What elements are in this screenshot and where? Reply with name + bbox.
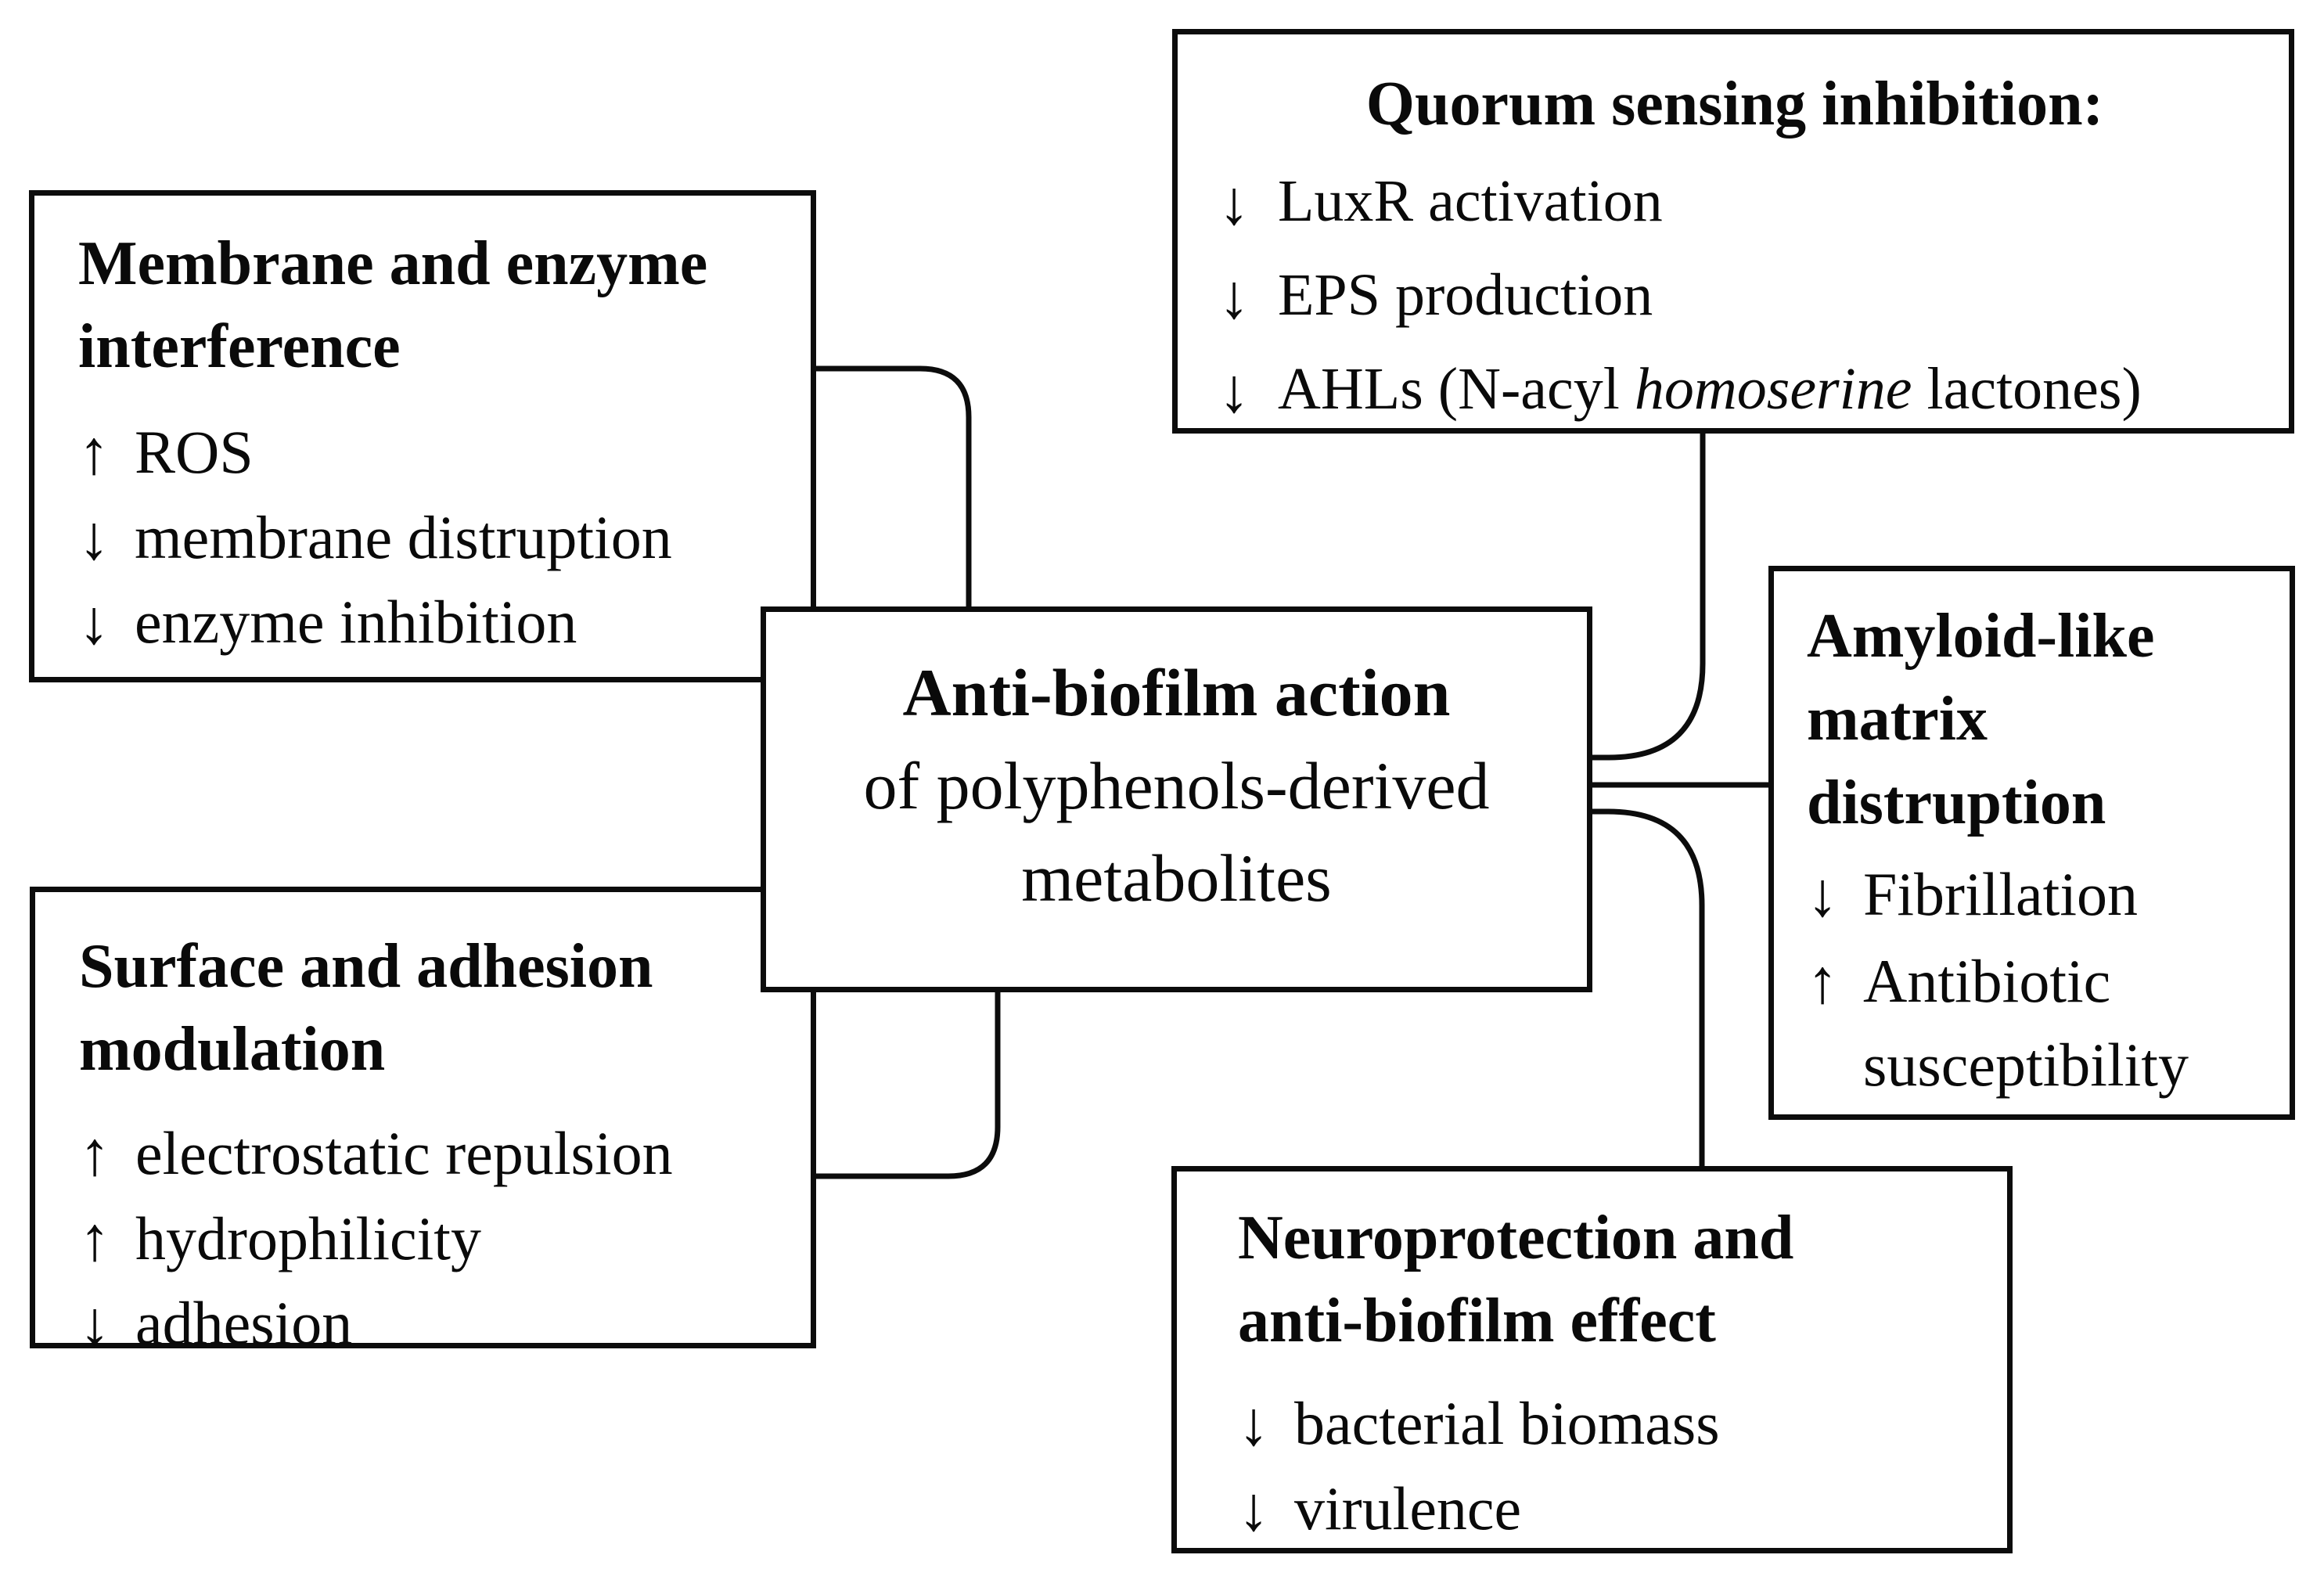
list-item: ↓ bacterial biomass — [1238, 1382, 1996, 1467]
membrane-box-title: Membrane and enzyme interference — [78, 222, 797, 389]
down-arrow-icon: ↓ — [1807, 861, 1838, 930]
item-label: electrostatic repulsion — [135, 1118, 673, 1187]
neuro-box-title: Neuroprotection and anti-biofilm effect — [1238, 1197, 1996, 1363]
item-label: adhesion — [135, 1289, 353, 1358]
central-box-line: metabolites — [1021, 840, 1332, 916]
amyloid-box-title: Amyloid-like matrix distruption — [1807, 595, 2280, 844]
list-item: ↓ adhesion — [79, 1282, 800, 1367]
item-label: EPS production — [1278, 262, 1653, 329]
list-item: ↓ Fibrillation — [1807, 852, 2280, 938]
central-box-line: of polyphenols-derived — [863, 747, 1490, 823]
amyloid-box: Amyloid-like matrix distruption ↓ Fibril… — [1768, 566, 2295, 1120]
item-label: membrane distruption — [135, 502, 672, 571]
surface-title-line: modulation — [79, 1015, 386, 1085]
central-box-line: Anti-biofilm action — [902, 655, 1451, 730]
list-item: ↓ EPS production — [1218, 250, 2275, 344]
item-label: Antibiotic susceptibility — [1863, 946, 2189, 1100]
item-label-italic: homoserine — [1634, 356, 1912, 423]
list-item: ↓ membrane distruption — [78, 496, 797, 581]
down-arrow-icon: ↓ — [1218, 357, 1250, 426]
list-item: ↑ electrostatic repulsion — [79, 1112, 800, 1197]
surface-box-title: Surface and adhesion modulation — [79, 925, 800, 1092]
down-arrow-icon: ↓ — [1218, 169, 1250, 239]
quorum-box-title: Quorum sensing inhibition: — [1365, 70, 2104, 139]
down-arrow-icon: ↓ — [1238, 1389, 1269, 1459]
down-arrow-icon: ↓ — [79, 1290, 110, 1359]
membrane-items: ↑ ROS ↓ membrane distruption ↓ enzyme in… — [78, 411, 797, 666]
item-label: bacterial biomass — [1294, 1388, 1720, 1457]
list-item: ↓ virulence — [1238, 1467, 1996, 1553]
connector-quorum-center — [1590, 431, 1706, 761]
list-item: ↓ LuxR activation — [1218, 157, 2275, 250]
amyloid-title-line: matrix — [1807, 685, 1988, 754]
item-label: LuxR activation — [1278, 168, 1663, 235]
down-arrow-icon: ↓ — [1218, 263, 1250, 333]
surface-box: Surface and adhesion modulation ↑ electr… — [30, 887, 816, 1359]
central-box: Anti-biofilm action of polyphenols-deriv… — [761, 606, 1592, 992]
item-label: virulence — [1294, 1474, 1522, 1542]
connector-surface-center — [816, 990, 1001, 1179]
item-label: ROS — [135, 417, 254, 486]
item-label-post: lactones) — [1912, 356, 2142, 423]
down-arrow-icon: ↓ — [1238, 1474, 1269, 1544]
list-item: ↓ enzyme inhibition — [78, 581, 797, 666]
item-label-pre: AHLs (N-acyl — [1278, 356, 1635, 423]
amyloid-title-line: distruption — [1807, 768, 2106, 837]
neuro-items: ↓ bacterial biomass ↓ virulence — [1238, 1382, 1996, 1553]
neuro-title-line: Neuroprotection and — [1238, 1204, 1794, 1272]
quorum-sensing-box: Quorum sensing inhibition: ↓ LuxR activa… — [1172, 29, 2294, 434]
membrane-title-line: interference — [78, 312, 401, 382]
surface-title-line: Surface and adhesion — [79, 932, 653, 1001]
up-arrow-icon: ↑ — [79, 1119, 110, 1189]
item-label: Fibrillation — [1863, 860, 2138, 929]
up-arrow-icon: ↑ — [1807, 947, 1838, 1017]
up-arrow-icon: ↑ — [79, 1204, 110, 1274]
neuro-title-line: anti-biofilm effect — [1238, 1287, 1716, 1356]
list-item: ↑ hydrophilicity — [79, 1197, 800, 1283]
membrane-box: Membrane and enzyme interference ↑ ROS ↓… — [29, 190, 816, 682]
item-label: AHLs (N-acyl homoserine lactones) — [1278, 344, 2275, 434]
item-label: enzyme inhibition — [135, 588, 577, 657]
surface-items: ↑ electrostatic repulsion ↑ hydrophilici… — [79, 1112, 800, 1367]
amyloid-title-line: Amyloid-like — [1807, 602, 2155, 671]
list-item: ↑ ROS — [78, 411, 797, 496]
quorum-items: ↓ LuxR activation ↓ EPS production ↓ AHL… — [1218, 157, 2275, 438]
membrane-title-line: Membrane and enzyme — [78, 229, 708, 298]
down-arrow-icon: ↓ — [78, 588, 110, 658]
connector-membrane-center — [816, 365, 972, 609]
amyloid-items: ↓ Fibrillation ↑ Antibiotic susceptibili… — [1807, 852, 2280, 1107]
connector-center-neuro — [1590, 808, 1705, 1168]
item-label: hydrophilicity — [135, 1204, 481, 1272]
list-item: ↑ Antibiotic susceptibility — [1807, 939, 2280, 1107]
neuroprotection-box: Neuroprotection and anti-biofilm effect … — [1171, 1166, 2013, 1553]
up-arrow-icon: ↑ — [78, 418, 110, 488]
down-arrow-icon: ↓ — [78, 503, 110, 573]
list-item: ↓ AHLs (N-acyl homoserine lactones) — [1218, 344, 2275, 438]
